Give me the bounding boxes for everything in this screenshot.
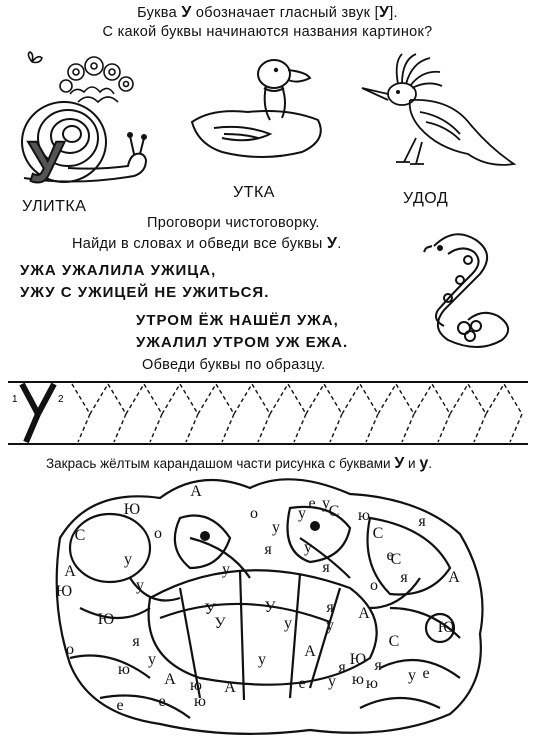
coloring-letter: е — [298, 675, 305, 692]
coloring-letter: я — [326, 599, 334, 616]
coloring-letter: У — [214, 615, 226, 632]
coloring-letter: А — [448, 569, 460, 586]
instruction-find-letters: Найди в словах и обведи все буквы У. — [72, 235, 342, 253]
snail-illustration: У — [21, 51, 148, 196]
text: . — [337, 236, 342, 252]
coloring-letter: я — [264, 541, 272, 558]
coloring-letter: Ю — [350, 651, 366, 668]
coloring-letter: Ю — [438, 619, 454, 636]
instruction-coloring: Закрась жёлтым карандашом части рисунка … — [46, 455, 432, 473]
coloring-letter: я — [338, 659, 346, 676]
duck-label: УТКА — [233, 184, 275, 201]
coloring-letter: ю — [194, 693, 206, 710]
coloring-letter: о — [154, 525, 162, 542]
coloring-letter: ю — [190, 677, 202, 694]
stroke-number-2: 2 — [58, 394, 64, 405]
coloring-letter: я — [400, 569, 408, 586]
instruction-speak: Проговори чистоговорку. — [147, 215, 320, 231]
coloring-letter: у — [222, 561, 230, 578]
poem-line-3: УТРОМ ЁЖ НАШЁЛ УЖА, — [136, 312, 339, 329]
tracing-row: 1 2 — [8, 381, 528, 445]
coloring-letter: у — [298, 505, 306, 522]
snail-label: УЛИТКА — [22, 198, 87, 215]
coloring-letter: о — [66, 641, 74, 658]
stroke-number-1: 1 — [12, 394, 18, 405]
text: обозначает гласный звук [ — [191, 5, 379, 21]
header-line-1: Буква У обозначает гласный звук [У]. — [0, 4, 535, 22]
coloring-letter: У — [204, 601, 216, 618]
coloring-letter: у — [326, 617, 334, 634]
letter-u: У — [326, 235, 338, 252]
coloring-letter: о — [370, 577, 378, 594]
text: и — [404, 456, 420, 471]
coloring-letter: у — [258, 651, 266, 668]
letter-lower-u: у — [419, 455, 429, 472]
coloring-letter: С — [391, 551, 402, 568]
coloring-letter: С — [373, 525, 384, 542]
letter-upper-u: У — [394, 455, 405, 472]
coloring-letter: А — [304, 643, 316, 660]
hoopoe-illustration — [361, 53, 517, 166]
snail-letter-u: У — [28, 130, 65, 195]
coloring-letter: е — [308, 495, 315, 512]
coloring-letter: у — [124, 551, 132, 568]
coloring-letter: А — [358, 605, 370, 622]
coloring-letter: я — [322, 559, 330, 576]
coloring-letter: о — [250, 505, 258, 522]
coloring-letter: у — [328, 673, 336, 690]
coloring-letter: Ю — [56, 583, 72, 600]
snake-illustration — [423, 233, 509, 348]
coloring-letter: у — [272, 519, 280, 536]
instruction-trace: Обведи буквы по образцу. — [142, 357, 326, 373]
hoopoe-label: УДОД — [403, 190, 449, 207]
coloring-letter: у — [408, 667, 416, 684]
coloring-letter: А — [64, 563, 76, 580]
coloring-letter: я — [418, 513, 426, 530]
letter-u: У — [181, 4, 192, 21]
coloring-letter: А — [190, 483, 202, 500]
coloring-letter: С — [75, 527, 86, 544]
text: ]. — [389, 5, 398, 21]
coloring-letter: ю — [358, 507, 370, 524]
text: Буква — [137, 5, 182, 21]
coloring-letter: Ю — [98, 611, 114, 628]
coloring-letter: у — [136, 577, 144, 594]
coloring-letter: ю — [118, 661, 130, 678]
text: Закрась жёлтым карандашом части рисунка … — [46, 456, 395, 471]
coloring-letter: я — [374, 657, 382, 674]
coloring-letter: е — [386, 547, 393, 564]
coloring-letter: я — [132, 633, 140, 650]
text: . — [428, 456, 432, 471]
coloring-letter: у — [148, 651, 156, 668]
coloring-letter: С — [389, 633, 400, 650]
sound-u: У — [378, 4, 390, 21]
coloring-letter: е — [422, 665, 429, 682]
coloring-letter: Ю — [124, 501, 140, 518]
coloring-letter: у — [284, 615, 292, 632]
coloring-letter: у — [304, 539, 312, 556]
coloring-letter: ю — [352, 671, 364, 688]
duck-illustration — [190, 59, 322, 158]
coloring-letter: у — [322, 495, 330, 512]
coloring-letter: е — [116, 697, 123, 714]
coloring-letter: е — [158, 693, 165, 710]
poem-line-1: УЖА УЖАЛИЛА УЖИЦА, — [20, 262, 217, 279]
coloring-letter: С — [329, 503, 340, 520]
text: Найди в словах и обведи все буквы — [72, 236, 327, 252]
header-question: С какой буквы начинаются названия картин… — [102, 24, 433, 40]
poem-line-2: УЖУ С УЖИЦЕЙ НЕ УЖИТЬСЯ. — [20, 284, 270, 301]
coloring-letter: А — [224, 679, 236, 696]
coloring-letter: У — [264, 599, 276, 616]
coloring-letter: ю — [366, 675, 378, 692]
coloring-letter: А — [164, 671, 176, 688]
poem-line-4: УЖАЛИЛ УТРОМ УЖ ЕЖА. — [136, 334, 349, 351]
